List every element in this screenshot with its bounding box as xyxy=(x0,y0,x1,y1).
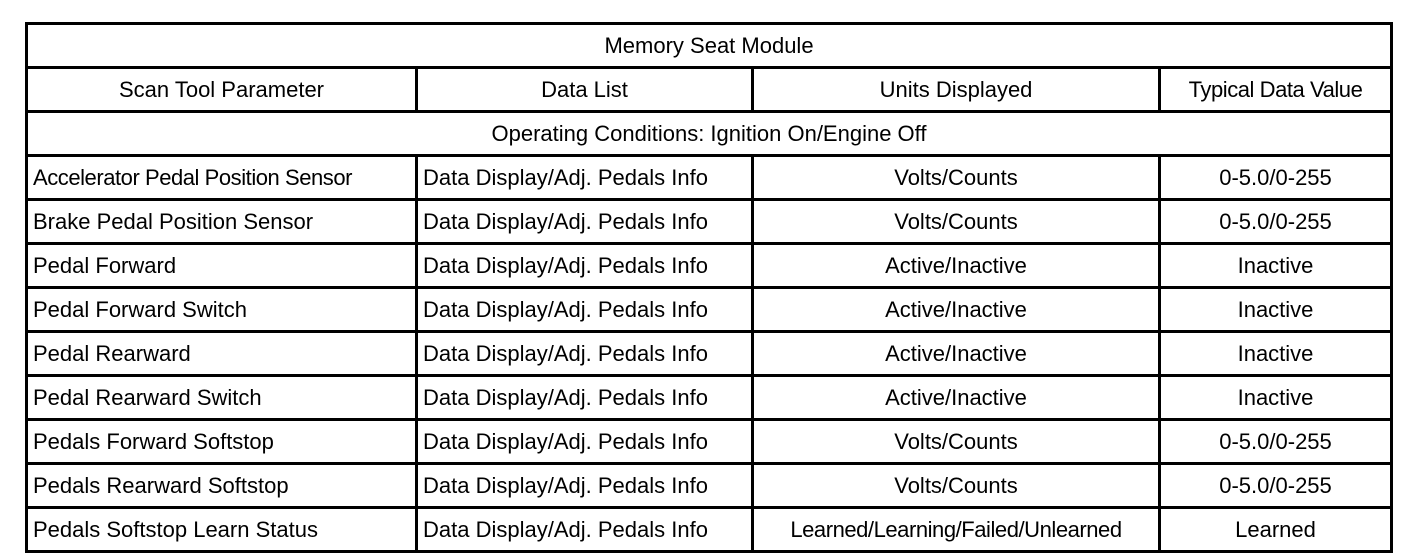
cell-typical-value: Inactive xyxy=(1157,242,1394,289)
table-row: Pedals Forward Softstop Data Display/Adj… xyxy=(25,418,1394,465)
cell-typical-value: Inactive xyxy=(1157,330,1394,377)
cell-parameter: Pedals Forward Softstop xyxy=(25,418,418,465)
cell-typical-value: 0-5.0/0-255 xyxy=(1157,198,1394,245)
table-row: Pedal Rearward Data Display/Adj. Pedals … xyxy=(25,330,1394,377)
cell-data-list: Data Display/Adj. Pedals Info xyxy=(415,506,754,553)
table-header-row: Scan Tool Parameter Data List Units Disp… xyxy=(25,66,1394,113)
cell-parameter: Pedal Forward Switch xyxy=(25,286,418,333)
table-title-row: Memory Seat Module xyxy=(24,22,1394,69)
cell-data-list: Data Display/Adj. Pedals Info xyxy=(415,242,754,289)
cell-typical-value: 0-5.0/0-255 xyxy=(1157,462,1394,509)
column-header-typical-data-value: Typical Data Value xyxy=(1157,66,1394,113)
cell-parameter: Brake Pedal Position Sensor xyxy=(25,198,418,245)
cell-parameter: Pedals Rearward Softstop xyxy=(25,462,418,509)
cell-parameter: Pedal Rearward Switch xyxy=(25,374,418,421)
cell-typical-value: 0-5.0/0-255 xyxy=(1157,418,1394,465)
cell-typical-value: Inactive xyxy=(1157,286,1394,333)
table-row: Pedals Softstop Learn Status Data Displa… xyxy=(25,506,1394,553)
operating-conditions-row: Operating Conditions: Ignition On/Engine… xyxy=(24,110,1394,157)
cell-parameter: Pedals Softstop Learn Status xyxy=(25,506,418,553)
cell-units: Learned/Learning/Failed/Unlearned xyxy=(751,506,1161,553)
cell-parameter: Pedal Rearward xyxy=(25,330,418,377)
table-row: Pedal Forward Data Display/Adj. Pedals I… xyxy=(25,242,1394,289)
cell-typical-value: Inactive xyxy=(1157,374,1394,421)
table-row: Pedals Rearward Softstop Data Display/Ad… xyxy=(25,462,1394,509)
column-header-data-list: Data List xyxy=(415,66,754,113)
table-row: Pedal Rearward Switch Data Display/Adj. … xyxy=(25,374,1394,421)
cell-data-list: Data Display/Adj. Pedals Info xyxy=(415,462,754,509)
cell-data-list: Data Display/Adj. Pedals Info xyxy=(415,286,754,333)
cell-typical-value: 0-5.0/0-255 xyxy=(1157,154,1394,201)
cell-data-list: Data Display/Adj. Pedals Info xyxy=(415,330,754,377)
cell-units: Volts/Counts xyxy=(751,198,1161,245)
cell-units: Active/Inactive xyxy=(751,286,1161,333)
table-body: Memory Seat Module Scan Tool Parameter D… xyxy=(24,22,1394,553)
cell-data-list: Data Display/Adj. Pedals Info xyxy=(415,418,754,465)
page-root: Memory Seat Module Scan Tool Parameter D… xyxy=(24,22,1394,553)
cell-data-list: Data Display/Adj. Pedals Info xyxy=(415,198,754,245)
table-row: Accelerator Pedal Position Sensor Data D… xyxy=(25,154,1394,201)
cell-units: Active/Inactive xyxy=(751,242,1161,289)
table-title: Memory Seat Module xyxy=(24,22,1394,69)
memory-seat-module-table: Memory Seat Module Scan Tool Parameter D… xyxy=(24,22,1394,553)
cell-units: Active/Inactive xyxy=(751,330,1161,377)
operating-conditions-header: Operating Conditions: Ignition On/Engine… xyxy=(24,110,1394,157)
cell-units: Volts/Counts xyxy=(751,154,1161,201)
cell-parameter: Accelerator Pedal Position Sensor xyxy=(25,154,418,201)
cell-data-list: Data Display/Adj. Pedals Info xyxy=(415,154,754,201)
table-row: Brake Pedal Position Sensor Data Display… xyxy=(25,198,1394,245)
table-row: Pedal Forward Switch Data Display/Adj. P… xyxy=(25,286,1394,333)
cell-data-list: Data Display/Adj. Pedals Info xyxy=(415,374,754,421)
cell-units: Active/Inactive xyxy=(751,374,1161,421)
cell-typical-value: Learned xyxy=(1157,506,1394,553)
cell-parameter: Pedal Forward xyxy=(25,242,418,289)
column-header-scan-tool-parameter: Scan Tool Parameter xyxy=(25,66,418,113)
cell-units: Volts/Counts xyxy=(751,418,1161,465)
cell-units: Volts/Counts xyxy=(751,462,1161,509)
column-header-units-displayed: Units Displayed xyxy=(751,66,1161,113)
